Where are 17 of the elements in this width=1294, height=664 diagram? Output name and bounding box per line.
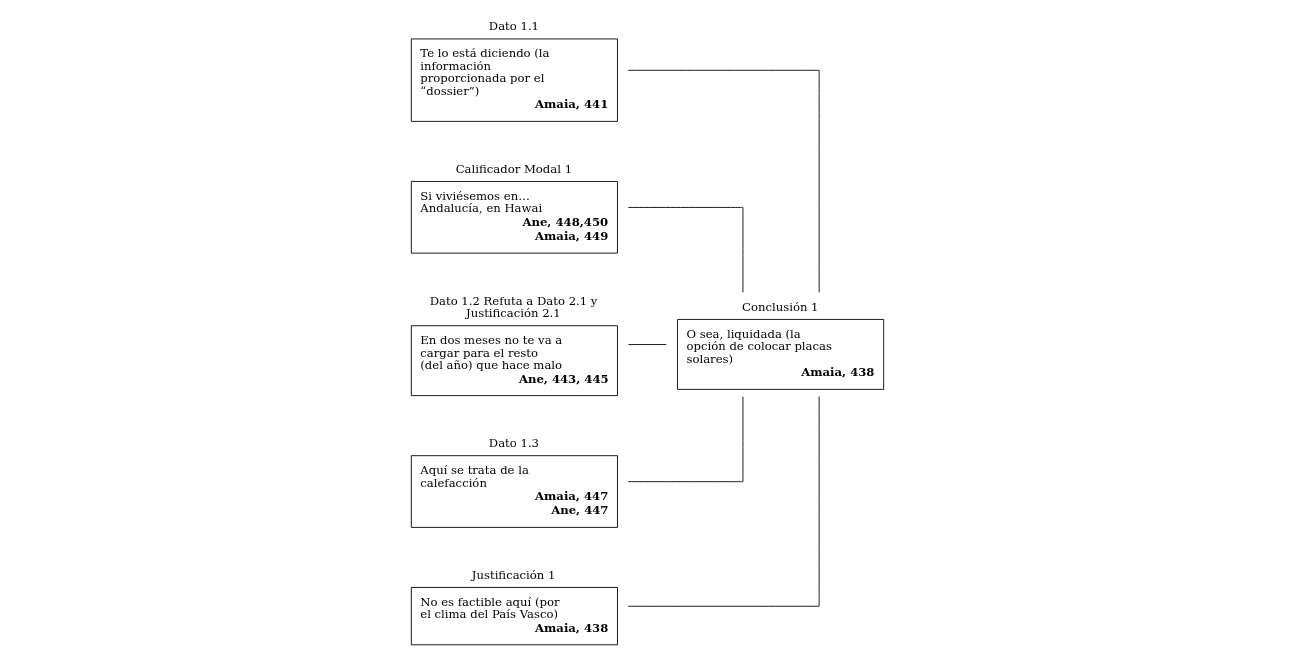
node-label: Conclusión 1 (741, 299, 819, 314)
node-label: Justificación 1 (471, 567, 555, 582)
node-box: O sea, liquidada (la opción de colocar placas solares) Amaia, 438 (676, 319, 884, 390)
node-label: Dato 1.1 (488, 19, 539, 34)
connector (627, 396, 820, 607)
connector (627, 396, 743, 483)
connector (627, 344, 667, 345)
node-box: En dos meses no te va a cargar para el resto (del año) que hace malo Ane, 443, 445 (410, 325, 618, 397)
node-label: Dato 1.2 Refuta a Dato 2.1 y Justificación 2.1 (429, 293, 597, 321)
node-label: Calificador Modal 1 (455, 161, 572, 176)
node-box: No es factible aquí (por el clima del País Vasco) Amaia, 438 (410, 586, 618, 646)
connector (627, 69, 820, 293)
node-box: Te lo está diciendo (la información proporcionada por el “dossier”) Amaia, 441 (410, 38, 618, 122)
node-box: Si viviésemos en… Andalucía, en Hawai Ane, 448,450 Amaia, 449 (410, 181, 618, 254)
node-box: Aquí se trata de la calefacción Amaia, 447 Ane, 447 (410, 455, 618, 528)
node-label: Dato 1.3 (488, 436, 539, 451)
connector (627, 206, 743, 293)
